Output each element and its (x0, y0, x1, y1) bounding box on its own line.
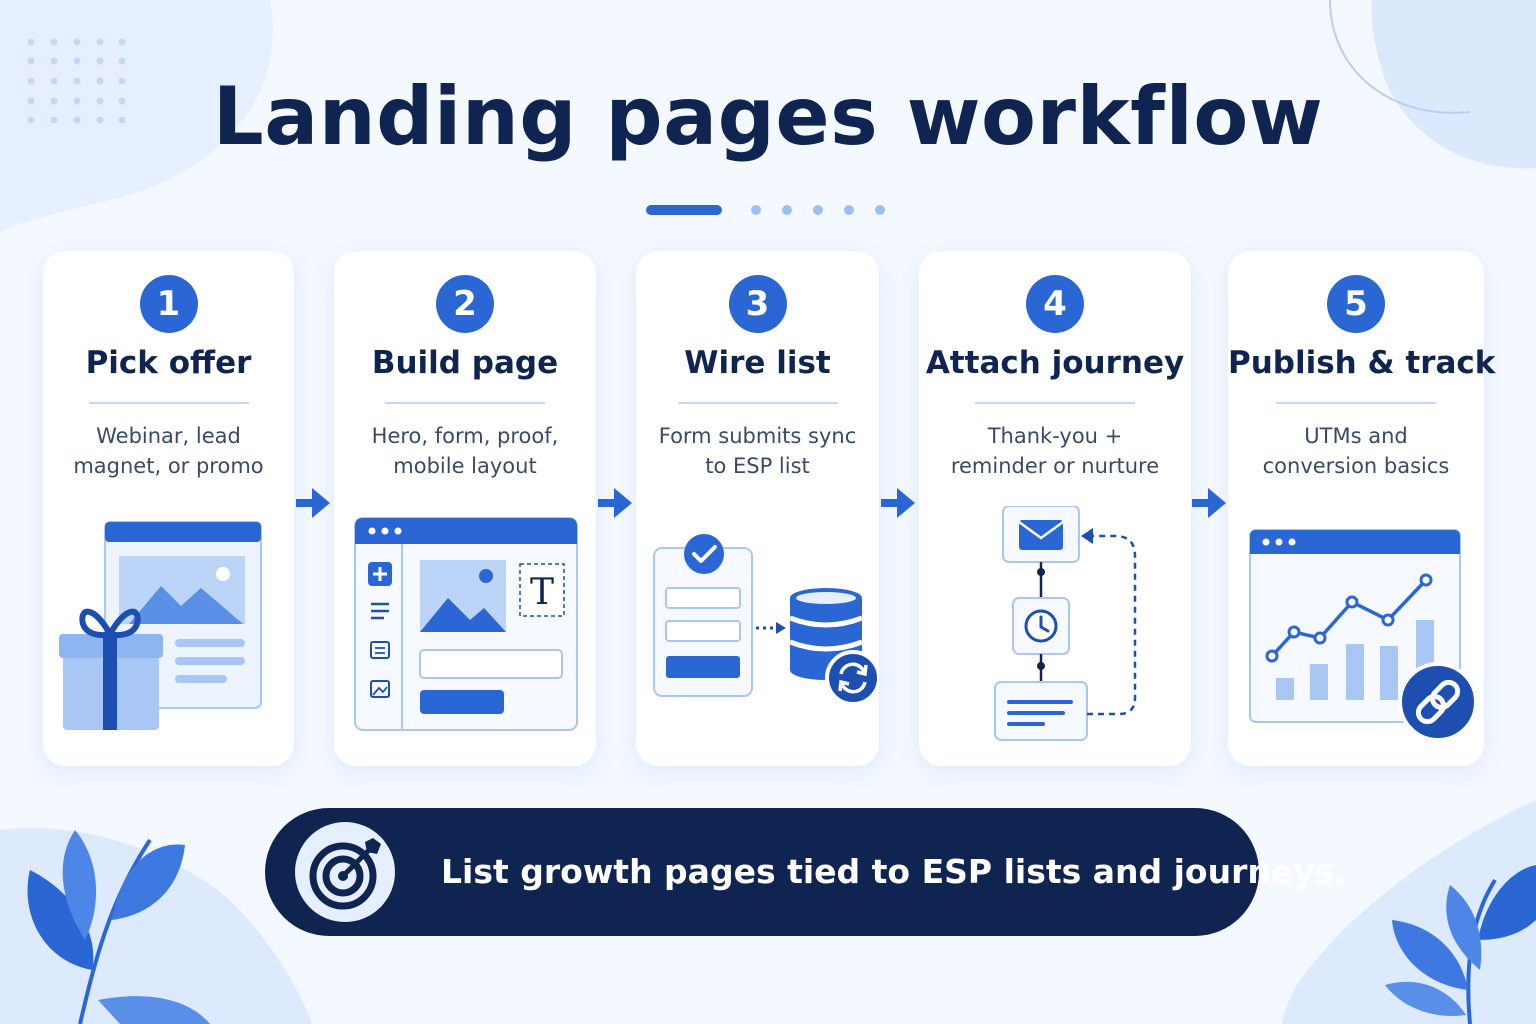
step-card-build-page: 2 Build page Hero, form, proof,mobile la… (334, 251, 596, 766)
step-number-badge: 3 (728, 275, 787, 333)
leaf-decoration-left (27, 830, 210, 1024)
arrow-right-icon (881, 488, 915, 518)
step-number-badge: 4 (1026, 275, 1084, 333)
page-title: Landing pages workflow (212, 70, 1324, 163)
footer-banner: List growth pages tied to ESP lists and … (265, 808, 1347, 936)
gift-and-webpage-icon (59, 521, 262, 730)
step-number-badge: 5 (1327, 275, 1385, 333)
analytics-chart-link-icon (1249, 529, 1478, 742)
email-journey-flow-icon (994, 506, 1137, 741)
arrow-right-icon (1192, 488, 1226, 518)
step-title: Wire list (684, 345, 831, 381)
leaf-decoration-right (1385, 865, 1536, 1024)
step-number-badge: 1 (139, 275, 198, 333)
step-number-badge: 2 (436, 275, 494, 333)
arrow-right-icon (296, 488, 330, 518)
step-title: Build page (371, 345, 559, 381)
title-underline-decoration (646, 204, 896, 216)
step-divider (1276, 402, 1436, 404)
step-title: Attach journey (925, 345, 1185, 381)
form-to-database-sync-icon (653, 534, 879, 706)
step-card-attach-journey: 4 Attach journey Thank-you +reminder or … (919, 251, 1191, 766)
step-divider (385, 402, 545, 404)
step-divider (677, 402, 838, 404)
step-description: Hero, form, proof,mobile layout (371, 424, 559, 478)
step-title: Publish & track (1228, 345, 1496, 381)
svg-text:T: T (530, 572, 554, 613)
step-description: Thank-you +reminder or nurture (950, 424, 1160, 478)
step-divider (975, 402, 1135, 404)
footer-text: List growth pages tied to ESP lists and … (441, 852, 1347, 891)
target-icon (295, 822, 395, 922)
page-builder-icon: T (354, 517, 578, 731)
arrow-right-icon (598, 488, 632, 518)
step-divider (88, 402, 249, 404)
step-title: Pick offer (85, 345, 252, 381)
